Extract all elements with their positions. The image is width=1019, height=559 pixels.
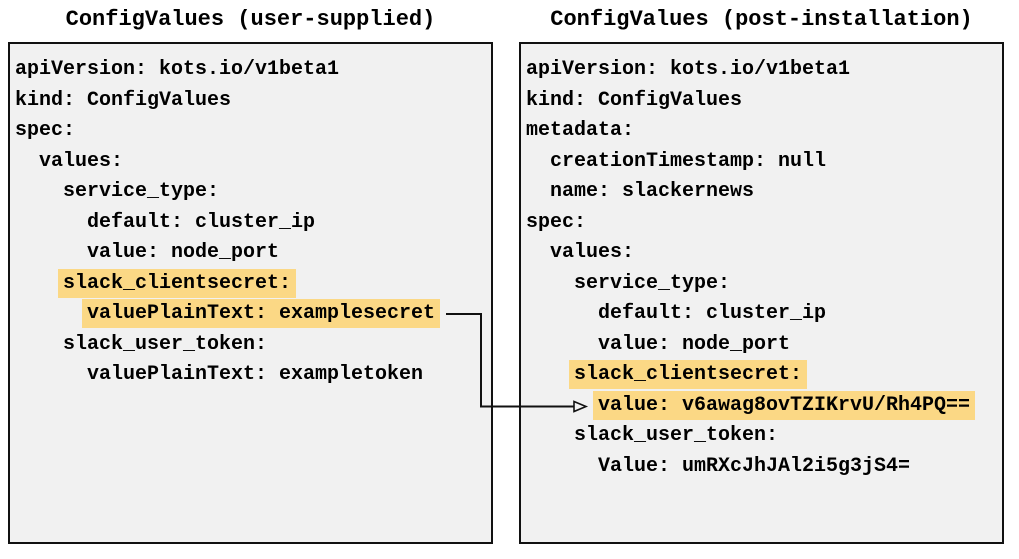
- yaml-text: apiVersion: kots.io/v1beta1: [15, 58, 340, 81]
- yaml-text: default: cluster_ip: [87, 210, 316, 234]
- yaml-line: valuePlainText: exampletoken: [15, 360, 487, 391]
- yaml-line: slack_clientsecret:: [15, 268, 487, 300]
- yaml-line: kind: ConfigValues: [15, 86, 487, 117]
- yaml-line: slack_user_token:: [526, 421, 998, 452]
- yaml-text: values:: [39, 149, 124, 173]
- yaml-text: slack_user_token:: [63, 332, 268, 356]
- yaml-text: apiVersion: kots.io/v1beta1: [526, 58, 851, 81]
- post-installation-config-panel: apiVersion: kots.io/v1beta1 kind: ConfigV…: [519, 42, 1004, 544]
- yaml-text: values:: [550, 241, 635, 264]
- yaml-line: valuePlainText: examplesecret: [15, 299, 487, 330]
- yaml-line: spec:: [15, 116, 487, 147]
- highlighted-yaml-text: slack_clientsecret:: [569, 360, 808, 389]
- yaml-line: slack_user_token:: [15, 330, 487, 361]
- yaml-text: slack_user_token:: [574, 424, 779, 447]
- yaml-line: apiVersion: kots.io/v1beta1: [15, 55, 487, 86]
- highlighted-yaml-text: value: v6awag8ovTZIKrvU/Rh4PQ==: [593, 390, 976, 420]
- yaml-text: value: node_port: [87, 241, 280, 264]
- yaml-line: service_type:: [526, 269, 998, 300]
- yaml-text: spec:: [15, 119, 76, 142]
- yaml-line: apiVersion: kots.io/v1beta1: [526, 55, 998, 86]
- yaml-line: slack_clientsecret:: [526, 360, 998, 391]
- yaml-line: value: v6awag8ovTZIKrvU/Rh4PQ==: [526, 390, 998, 422]
- highlighted-yaml-text: valuePlainText: examplesecret: [82, 299, 441, 328]
- yaml-text: metadata:: [526, 119, 635, 142]
- yaml-text: valuePlainText: exampletoken: [87, 363, 424, 386]
- yaml-text: Value: umRXcJhJAl2i5g3jS4=: [598, 454, 911, 478]
- highlighted-yaml-text: slack_clientsecret:: [58, 268, 297, 298]
- yaml-text: service_type:: [574, 271, 731, 295]
- right-panel-title: ConfigValues (post-installation): [550, 7, 973, 32]
- yaml-line: kind: ConfigValues: [526, 86, 998, 117]
- yaml-line: default: cluster_ip: [15, 208, 487, 239]
- user-supplied-config-panel: apiVersion: kots.io/v1beta1 kind: ConfigV…: [8, 42, 493, 544]
- yaml-line: values:: [526, 238, 998, 269]
- yaml-line: Value: umRXcJhJAl2i5g3jS4=: [526, 452, 998, 483]
- yaml-line: creationTimestamp: null: [526, 147, 998, 178]
- yaml-text: default: cluster_ip: [598, 302, 827, 325]
- yaml-text: spec:: [526, 210, 587, 234]
- left-panel-title: ConfigValues (user-supplied): [65, 7, 436, 32]
- yaml-line: spec:: [526, 208, 998, 239]
- yaml-line: name: slackernews: [526, 177, 998, 208]
- yaml-text: value: node_port: [598, 332, 791, 356]
- yaml-line: value: node_port: [15, 238, 487, 269]
- yaml-text: creationTimestamp: null: [550, 149, 827, 173]
- yaml-text: name: slackernews: [550, 180, 755, 203]
- yaml-text: kind: ConfigValues: [15, 88, 232, 112]
- yaml-text: kind: ConfigValues: [526, 88, 743, 112]
- yaml-line: default: cluster_ip: [526, 299, 998, 330]
- yaml-line: values:: [15, 147, 487, 178]
- yaml-line: service_type:: [15, 177, 487, 208]
- yaml-line: metadata:: [526, 116, 998, 147]
- yaml-line: value: node_port: [526, 330, 998, 361]
- yaml-text: service_type:: [63, 180, 220, 203]
